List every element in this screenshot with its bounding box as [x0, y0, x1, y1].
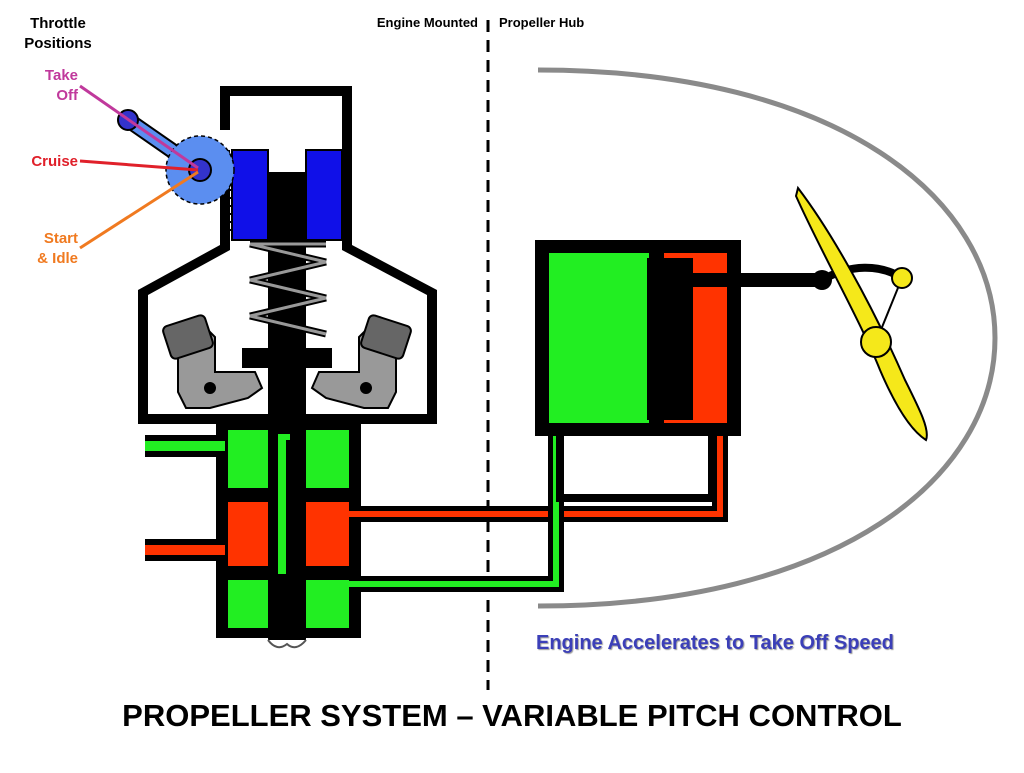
flyweight-right — [310, 314, 412, 409]
flyweight-head-right — [305, 149, 343, 241]
pitch-pin — [891, 267, 913, 289]
pressure-chamber-left — [228, 502, 270, 566]
status-caption: Engine Accelerates to Take Off Speed — [536, 632, 894, 654]
pinion-gear-icon — [165, 135, 235, 205]
label-take-off: Take Off — [22, 66, 78, 106]
throttle-positions-title: Throttle Positions — [8, 14, 108, 54]
section-label-propeller-hub: Propeller Hub — [499, 15, 585, 30]
take-off-line2: Off — [56, 87, 78, 104]
oil-line-pressure — [349, 420, 728, 522]
throttle-title-line2: Positions — [24, 35, 92, 52]
page-title: PROPELLER SYSTEM – VARIABLE PITCH CONTRO… — [122, 698, 902, 733]
label-cruise: Cruise — [10, 152, 78, 172]
take-off-line1: Take — [44, 67, 78, 84]
propeller-blade — [794, 185, 928, 442]
pressure-chamber-right — [306, 502, 349, 566]
pointer-cruise — [79, 159, 199, 172]
label-start-idle: Start & Idle — [10, 229, 78, 269]
hub-piston — [647, 258, 693, 420]
hub-cylinder-supply-side — [549, 253, 649, 423]
spring-base-plate — [242, 348, 332, 368]
pointer-start-idle — [79, 170, 199, 250]
drive-shaft — [268, 588, 306, 640]
flyweight-head-left — [231, 149, 269, 241]
blade-pivot — [860, 326, 892, 358]
section-label-engine-mounted: Engine Mounted — [376, 15, 478, 30]
throttle-title-line1: Throttle — [30, 15, 86, 32]
propeller-spinner-cowl — [537, 67, 998, 609]
pointer-take-off — [79, 84, 199, 170]
oil-line-supply — [349, 420, 564, 592]
cruise-line1: Cruise — [31, 153, 78, 170]
start-idle-line1: Start — [43, 230, 78, 247]
flyweight-left — [162, 314, 264, 409]
start-idle-line2: & Idle — [37, 250, 78, 267]
